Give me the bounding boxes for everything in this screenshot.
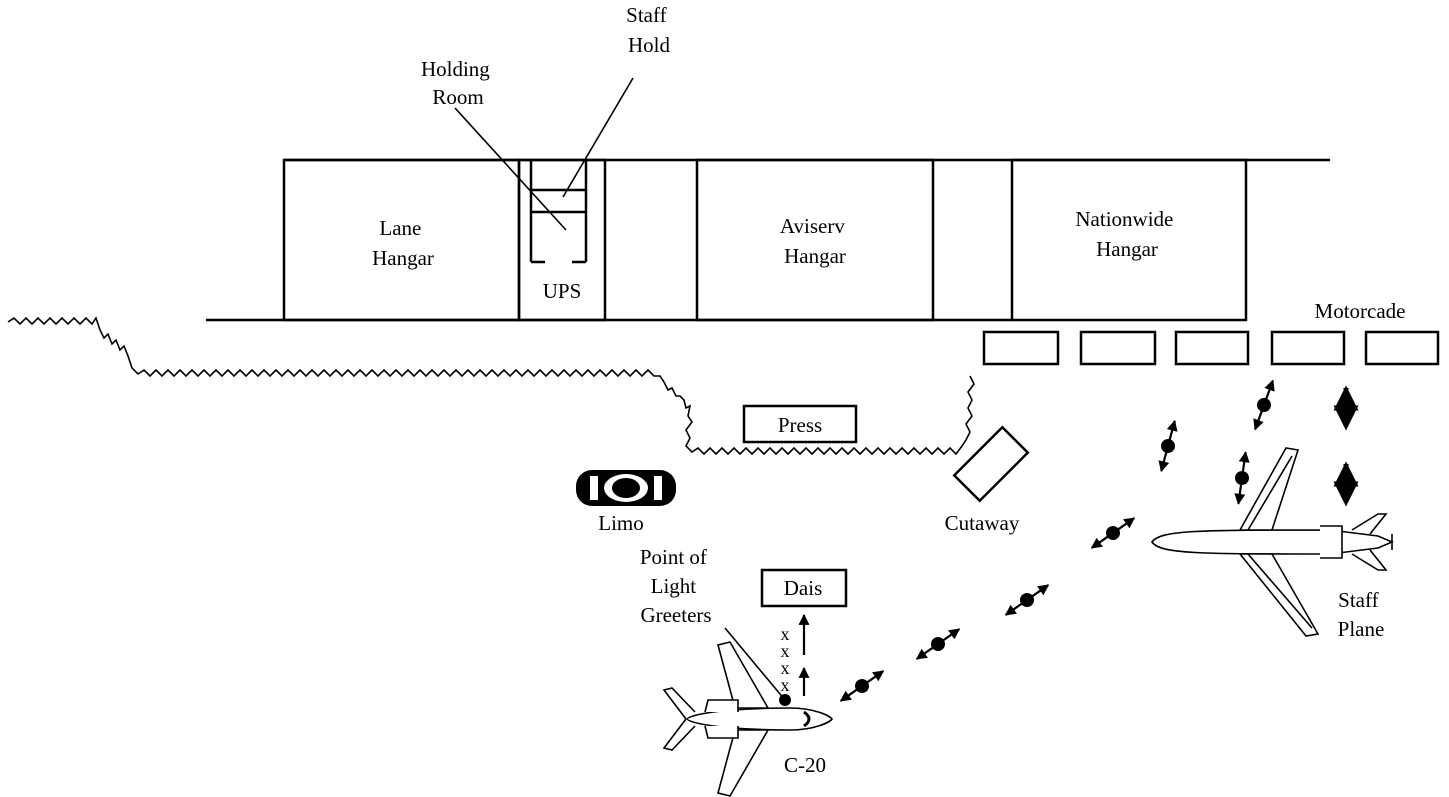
svg-text:x: x xyxy=(781,624,790,644)
press-area xyxy=(742,404,858,444)
press-label: Press xyxy=(778,413,822,437)
hangar-row xyxy=(206,158,1330,322)
staff-plane-label: Staff Plane xyxy=(1338,588,1385,641)
greeters-label: Point of Light Greeters xyxy=(640,545,712,627)
motorcade-label: Motorcade xyxy=(1315,299,1406,323)
nationwide-hangar-label: Nationwide Hangar xyxy=(1075,207,1178,261)
dais-box xyxy=(760,568,848,608)
svg-text:x: x xyxy=(781,675,790,695)
aviserv-hangar xyxy=(695,158,935,322)
motorcade xyxy=(982,330,1440,366)
ups-building xyxy=(517,158,607,322)
greeter-point xyxy=(779,694,791,706)
jet-icon xyxy=(662,641,833,797)
svg-text:x: x xyxy=(781,658,790,678)
c20-label: C-20 xyxy=(784,753,826,777)
staff-hold-label: Staff Hold xyxy=(626,3,672,57)
ups-label: UPS xyxy=(543,279,582,303)
holding-room-label: Holding Room xyxy=(421,57,495,109)
rope-line xyxy=(7,316,975,456)
svg-text:x: x xyxy=(781,641,790,661)
aviserv-hangar-label: Aviserv Hangar xyxy=(780,214,850,268)
limo-label: Limo xyxy=(598,511,644,535)
lane-hangar-label: Lane Hangar xyxy=(372,216,434,270)
greeter-marks: x x x x xyxy=(781,624,790,695)
lane-hangar xyxy=(282,158,521,322)
dais-label: Dais xyxy=(784,576,823,600)
cutaway xyxy=(952,425,1030,503)
car-icon xyxy=(576,470,676,506)
cutaway-label: Cutaway xyxy=(945,511,1020,535)
airliner-icon xyxy=(1151,447,1395,637)
nationwide-hangar xyxy=(1010,158,1248,322)
